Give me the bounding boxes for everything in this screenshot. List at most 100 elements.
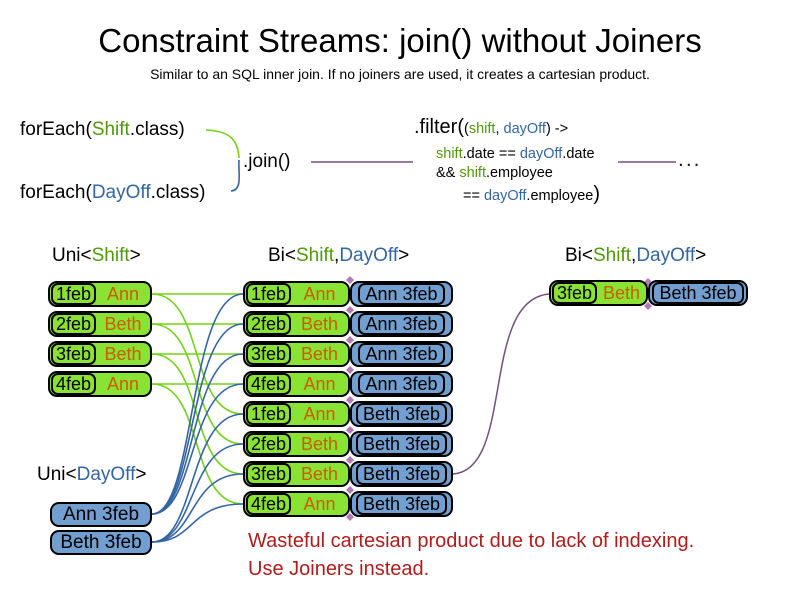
dayoff-label: Ann 3feb (358, 343, 445, 365)
dayoff-fact: Beth 3feb (350, 491, 453, 517)
dayoff-fact: Beth 3feb (350, 401, 453, 427)
code-token: shift (468, 121, 496, 137)
dayoff-fact-row: Beth 3feb (50, 530, 152, 555)
code-token: .class) (150, 182, 206, 203)
code-token: ) (593, 183, 600, 205)
code-token: .employee (526, 188, 594, 204)
shift-employee: Ann (303, 373, 336, 394)
shift-date: 3feb (51, 343, 97, 365)
code-token: > (135, 464, 147, 485)
dayoff-fact: Ann 3feb (350, 311, 453, 337)
code-token: , (334, 245, 340, 266)
shift-employee: Beth (104, 313, 142, 334)
shift-date: 2feb (51, 313, 97, 335)
result-shift-date: 3feb (552, 282, 598, 304)
shift-date: 3feb (246, 463, 292, 485)
joined-tuple-row: 3feb Beth Ann 3feb (243, 341, 453, 367)
code-token: , (631, 245, 637, 266)
dayoff-fact: Ann 3feb (350, 281, 453, 307)
joined-tuple-row: 2feb Beth Beth 3feb (243, 431, 453, 457)
dayoff-join-line (151, 443, 244, 543)
shift-employee: Beth (301, 433, 339, 454)
shift-fact: 3feb Beth (48, 341, 152, 367)
shift-fact: 2feb Beth (243, 431, 350, 457)
dayoff-label: Ann 3feb (358, 373, 445, 395)
dayoff-join-line (151, 413, 244, 543)
shift-fact: 3feb Beth (243, 341, 350, 367)
shift-join-line (151, 323, 244, 445)
result-dayoff-label: Beth 3feb (652, 282, 744, 304)
code-token: .filter( (414, 116, 464, 138)
code-token: == (463, 188, 484, 204)
code-token: forEach( (20, 182, 92, 203)
shift-date: 1feb (246, 283, 292, 305)
shift-date: 1feb (246, 403, 292, 425)
dayoff-join-line (151, 503, 244, 543)
shift-employee: Ann (303, 283, 336, 304)
code-token: Bi< (268, 245, 296, 266)
warning-line-2: Use Joiners instead. (248, 558, 430, 580)
result-dayoff-fact: Beth 3feb (648, 280, 748, 306)
code-token: Shift (593, 245, 632, 266)
shift-join-line (151, 383, 244, 505)
dayoff-label: Ann 3feb (62, 503, 140, 525)
dayoff-label: Ann 3feb (358, 283, 445, 305)
code-token: Shift (91, 119, 130, 140)
brace-shift-line (205, 129, 240, 159)
shift-date: 1feb (51, 283, 97, 305)
shift-fact-row: 2feb Beth (48, 311, 152, 337)
page-title: Constraint Streams: join() without Joine… (98, 22, 702, 59)
code-filter-line1: .filter((shift, dayOff) -> (414, 116, 568, 139)
label-bi-shift-dayoff-result: Bi<Shift, DayOff> (565, 245, 706, 267)
dayoff-join-line (151, 293, 244, 515)
code-token: .class) (129, 119, 185, 140)
dayoff-join-line (151, 383, 244, 515)
shift-date: 4feb (246, 493, 292, 515)
code-token: .date (562, 146, 595, 162)
code-token: > (695, 245, 707, 266)
warning-line-1: Wasteful cartesian product due to lack o… (248, 530, 695, 552)
dayoff-label: Beth 3feb (355, 493, 448, 515)
code-token: Shift (296, 245, 335, 266)
shift-fact: 1feb Ann (243, 281, 350, 307)
dayoff-label: Beth 3feb (355, 433, 448, 455)
code-join: .join() (243, 151, 291, 172)
shift-date: 3feb (246, 343, 292, 365)
shift-join-line (151, 353, 244, 475)
shift-employee: Beth (301, 313, 339, 334)
result-row: 3feb Beth Beth 3feb (549, 280, 748, 306)
code-token: dayOff (483, 188, 527, 204)
code-token: ( (464, 121, 469, 137)
dayoff-fact: Ann 3feb (350, 341, 453, 367)
code-token: DayOff (339, 245, 399, 266)
code-foreach-dayoff: forEach(DayOff.class) (20, 182, 206, 204)
dayoff-fact: Ann 3feb (350, 371, 453, 397)
label-uni-dayoff: Uni<DayOff> (37, 464, 147, 486)
dayoff-fact: Beth 3feb (350, 431, 453, 457)
code-token: shift (459, 165, 486, 181)
brace-dayoff-line (230, 159, 240, 192)
code-token: dayOff (503, 121, 546, 137)
result-shift-employee: Beth (603, 282, 641, 303)
dayoff-fact-row: Ann 3feb (50, 502, 152, 527)
label-uni-shift: Uni<Shift> (52, 245, 141, 267)
result-shift-fact: 3feb Beth (549, 280, 648, 306)
code-token: Bi< (565, 245, 593, 266)
dayoff-join-line (151, 473, 244, 543)
shift-date: 2feb (246, 433, 292, 455)
code-token: && (436, 165, 460, 181)
shift-employee: Beth (301, 343, 339, 364)
shift-employee: Beth (104, 343, 142, 364)
dayoff-label: Beth 3feb (355, 463, 448, 485)
